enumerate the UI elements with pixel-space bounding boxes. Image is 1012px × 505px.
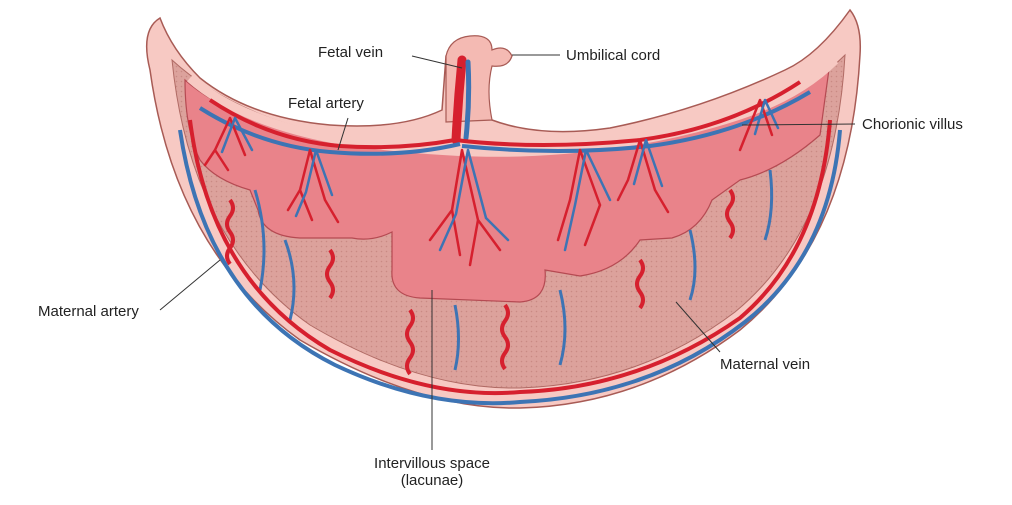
fetal-vein-label: Fetal vein <box>318 44 383 61</box>
umbilical-vein-vessel <box>466 62 469 138</box>
fetal-artery-label: Fetal artery <box>288 95 364 112</box>
maternal-artery-label: Maternal artery <box>38 303 139 320</box>
intervillous-space-label: Intervillous space (lacunae) <box>362 455 502 489</box>
intervillous-space-label-line1: Intervillous space <box>362 455 502 472</box>
chorionic-villus-label: Chorionic villus <box>862 116 963 133</box>
umbilical-artery-vessel <box>456 60 462 140</box>
umbilical-cord-label: Umbilical cord <box>566 47 660 64</box>
intervillous-space-label-line2: (lacunae) <box>362 472 502 489</box>
maternal-vein-label: Maternal vein <box>720 356 810 373</box>
